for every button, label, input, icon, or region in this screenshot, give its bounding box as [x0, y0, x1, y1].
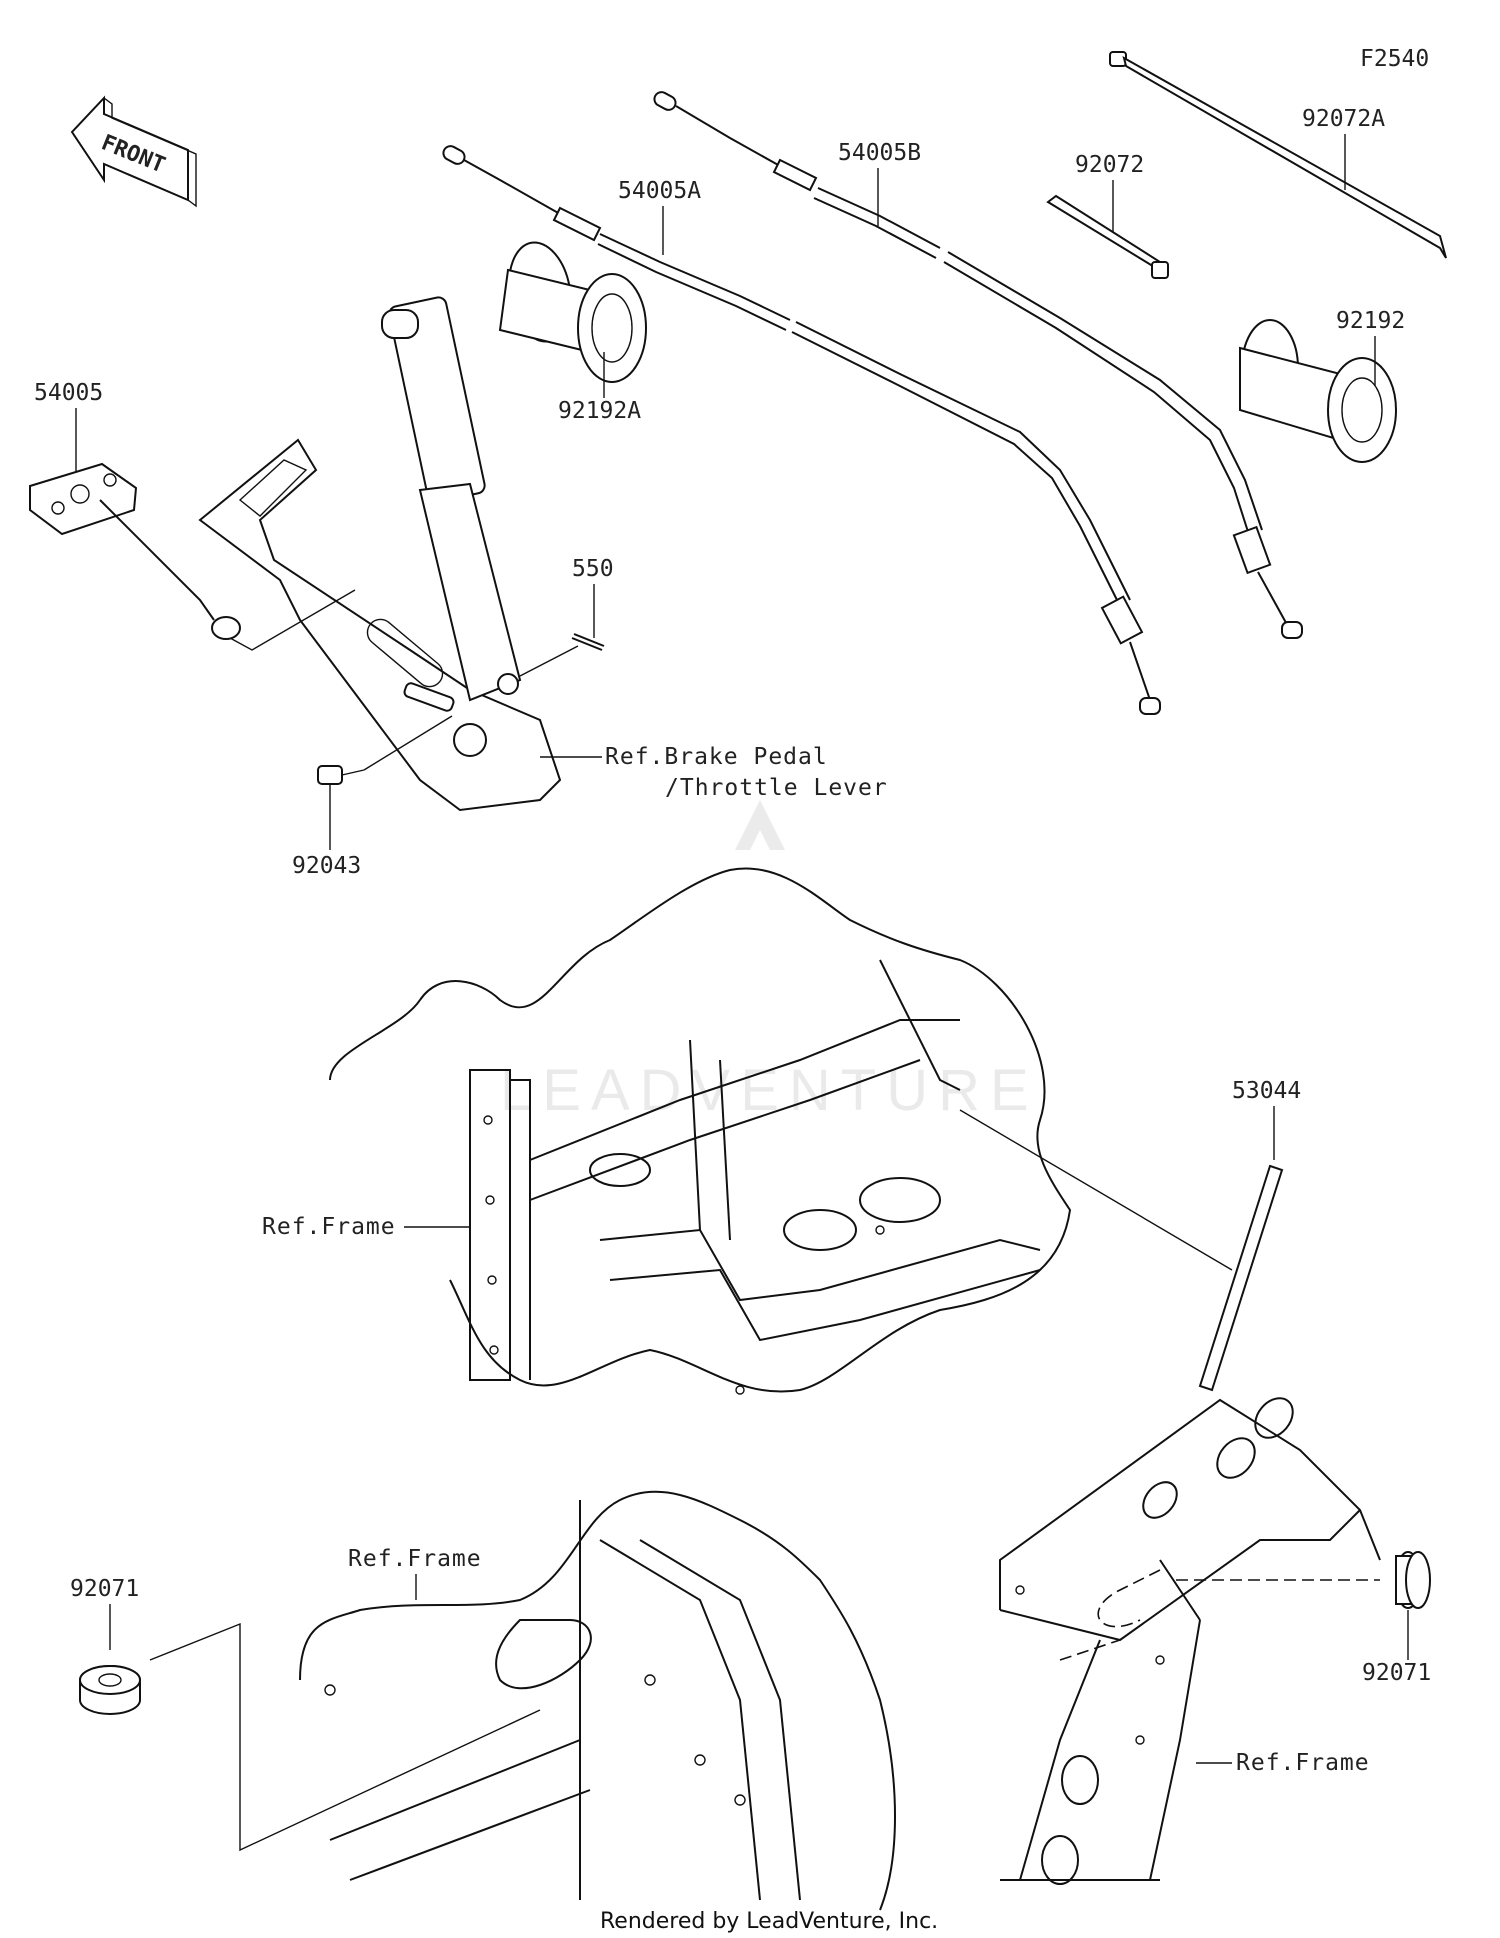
watermark: LEADVENTURE: [500, 800, 1039, 1123]
label-53044: 53044: [1232, 1078, 1301, 1104]
label-92192: 92192: [1336, 308, 1405, 334]
lever-bracket-assembly[interactable]: [198, 296, 562, 812]
label-92192a: 92192A: [558, 398, 641, 424]
label-92071-right: 92071: [1362, 1660, 1431, 1686]
diagram-id: F2540: [1360, 46, 1429, 72]
ref-brake-pedal: Ref.Brake Pedal: [605, 744, 828, 770]
label-54005: 54005: [34, 380, 103, 406]
cotter-pin-550[interactable]: [571, 633, 605, 651]
throttle-cable-54005a[interactable]: [441, 144, 1161, 715]
grommet-92071-right[interactable]: [1395, 1551, 1431, 1609]
boot-92192a[interactable]: [498, 238, 647, 383]
label-92072: 92072: [1075, 152, 1144, 178]
label-92043: 92043: [292, 853, 361, 879]
label-92071-left: 92071: [70, 1576, 139, 1602]
strip-53044[interactable]: [1198, 1164, 1284, 1392]
ref-frame-center: Ref.Frame: [262, 1214, 396, 1240]
boot-92192[interactable]: [1239, 319, 1397, 463]
label-550: 550: [572, 556, 614, 582]
label-92072a: 92072A: [1302, 106, 1385, 132]
front-arrow-icon: FRONT: [70, 95, 197, 208]
center-frame-drawing: [329, 867, 1072, 1395]
cable-tie-92072a[interactable]: [1109, 51, 1447, 259]
cable-tie-92072[interactable]: [1046, 194, 1169, 279]
ref-frame-bottom-left: Ref.Frame: [348, 1546, 482, 1572]
footer-credit: Rendered by LeadVenture, Inc.: [600, 1909, 938, 1934]
watermark-text: LEADVENTURE: [500, 1058, 1039, 1123]
label-54005a: 54005A: [618, 178, 701, 204]
cable-54005[interactable]: [29, 462, 241, 640]
bottom-right-frame-drawing: [999, 1397, 1381, 1885]
throttle-cable-54005b[interactable]: [652, 90, 1303, 639]
label-54005b: 54005B: [838, 140, 921, 166]
bottom-left-frame-drawing: [299, 1490, 896, 1911]
grommet-92071-left[interactable]: [79, 1665, 141, 1715]
ref-frame-bottom-right: Ref.Frame: [1236, 1750, 1370, 1776]
ref-throttle-lever: /Throttle Lever: [665, 775, 888, 801]
